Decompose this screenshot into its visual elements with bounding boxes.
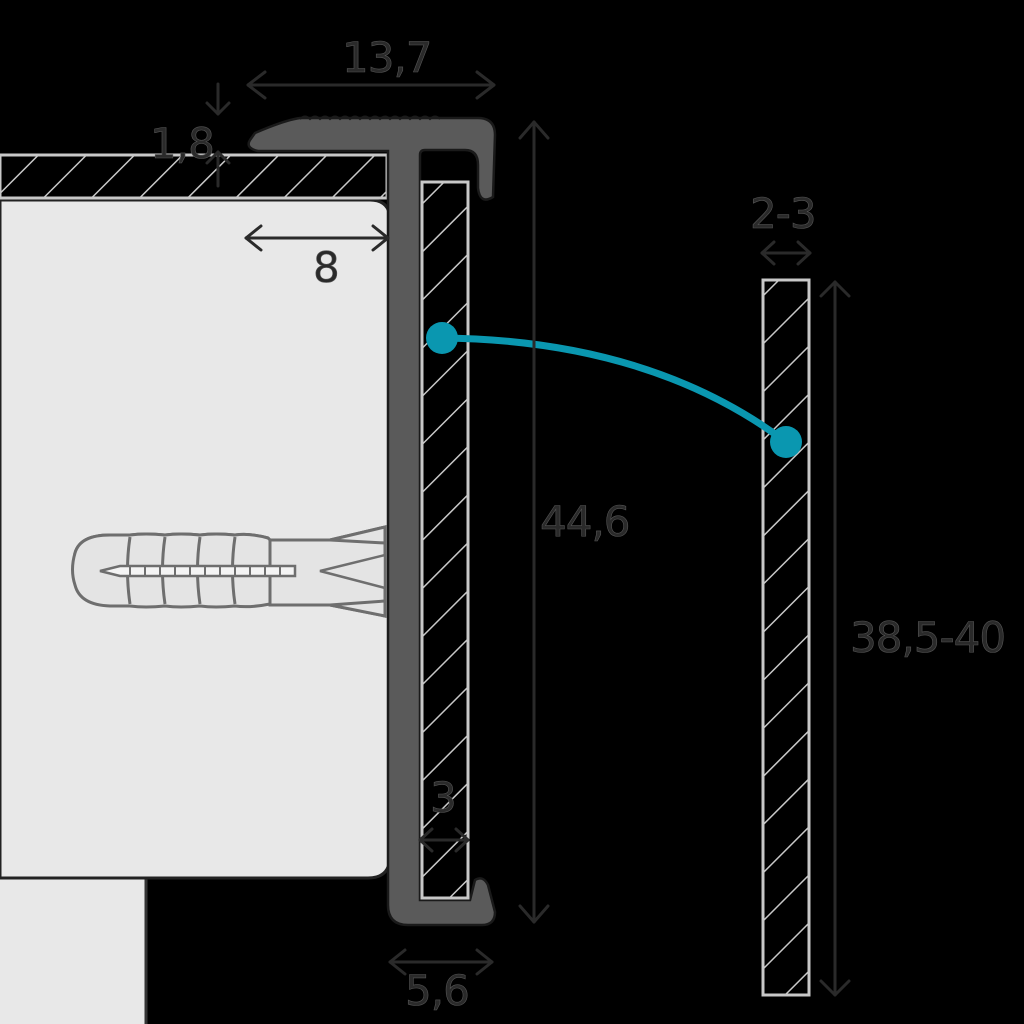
dimension-insert-height bbox=[819, 280, 851, 997]
wall-plug-icon bbox=[71, 525, 387, 618]
label-insert-thickness: 2-3 bbox=[750, 189, 816, 238]
label-bottom-width: 5,6 bbox=[405, 966, 469, 1015]
hatched-insert-strip bbox=[420, 180, 470, 900]
teal-connector-line bbox=[426, 322, 802, 458]
label-insert-depth: 8 bbox=[313, 243, 339, 292]
dimension-slot-gap bbox=[418, 827, 470, 853]
dimension-bottom-width bbox=[388, 948, 494, 976]
screw-icon bbox=[99, 564, 297, 578]
separate-insert-strip bbox=[761, 278, 811, 997]
dimension-lip-thickness bbox=[205, 82, 231, 188]
dimension-insert-depth bbox=[244, 224, 390, 252]
aluminium-nosing-profile bbox=[247, 115, 497, 927]
dimension-profile-height bbox=[518, 120, 550, 924]
hatched-top-covering bbox=[0, 153, 389, 200]
label-top-width: 13,7 bbox=[342, 33, 432, 82]
connector-end-dot bbox=[770, 426, 802, 458]
label-profile-height: 44,6 bbox=[540, 497, 630, 546]
dimension-top-width bbox=[246, 70, 496, 100]
connector-start-dot bbox=[426, 322, 458, 354]
lower-riser-block bbox=[0, 878, 148, 1024]
label-lip-thickness: 1,8 bbox=[150, 119, 214, 168]
label-slot-gap: 3 bbox=[430, 773, 456, 822]
dimension-insert-thickness bbox=[760, 240, 812, 266]
label-insert-height: 38,5-40 bbox=[850, 613, 1005, 662]
